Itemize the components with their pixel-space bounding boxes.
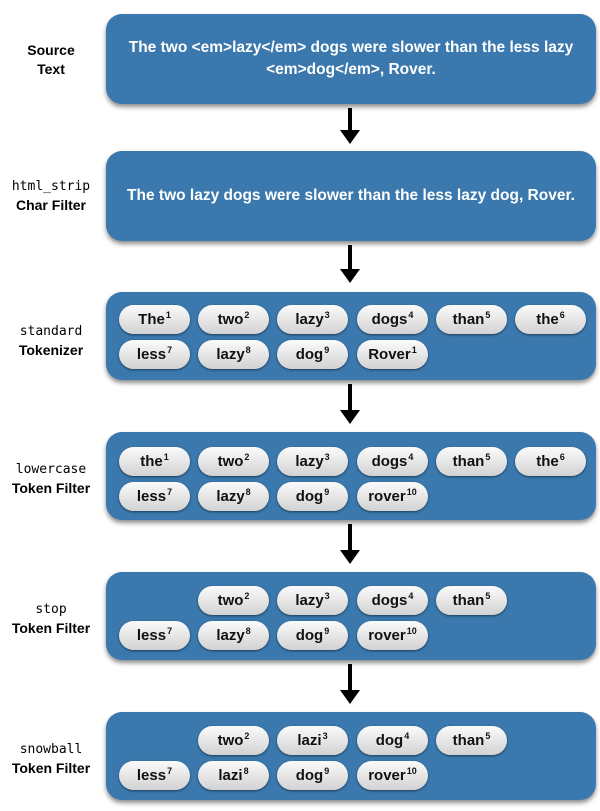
token: Rover1: [357, 340, 428, 369]
stage-label-plain: Token Filter: [11, 620, 91, 636]
token: dog4: [357, 726, 428, 755]
stage-label-mono: lowercase: [15, 462, 87, 477]
token: rover10: [357, 482, 428, 511]
token: than5: [436, 447, 507, 476]
stage-label: stop Token Filter: [0, 600, 102, 638]
token: two2: [198, 447, 269, 476]
token: dog9: [277, 621, 348, 650]
token: dogs4: [357, 305, 428, 334]
stripped-text: The two lazy dogs were slower than the l…: [127, 187, 575, 204]
token: lazy3: [277, 447, 348, 476]
token: than5: [436, 726, 507, 755]
token: lazi3: [277, 726, 348, 755]
token: dog9: [277, 340, 348, 369]
stage-label: html_strip Char Filter: [0, 177, 102, 215]
token: rover10: [357, 761, 428, 790]
stage-label-mono: html_strip: [11, 179, 91, 194]
token: the1: [119, 447, 190, 476]
stage-label-plain: Tokenizer: [18, 342, 84, 358]
stage-label: snowball Token Filter: [0, 740, 102, 778]
source-text: The two <em>lazy</em> dogs were slower t…: [128, 39, 574, 78]
stage-label-mono: standard: [19, 324, 83, 339]
token: the6: [515, 447, 586, 476]
stage-label: Source Text: [0, 41, 102, 79]
arrow-down-icon: [340, 524, 360, 564]
stage-label-mono: stop: [35, 602, 67, 617]
stage-label-plain: Token Filter: [11, 760, 91, 776]
token: two2: [198, 726, 269, 755]
token: two2: [198, 586, 269, 615]
token: less7: [119, 482, 190, 511]
stage-box: The two <em>lazy</em> dogs were slower t…: [106, 14, 596, 104]
token: The1: [119, 305, 190, 334]
token: than5: [436, 305, 507, 334]
token: the6: [515, 305, 586, 334]
stage-box: two2 lazy3 dogs4 than5 less7 lazy8 dog9 …: [106, 572, 596, 660]
stage-label-mono: snowball: [19, 742, 83, 757]
stage-box: the1 two2 lazy3 dogs4 than5 the6 less7 l…: [106, 432, 596, 520]
stage-box: two2 lazi3 dog4 than5 less7 lazi8 dog9 r…: [106, 712, 596, 800]
stage-label: lowercase Token Filter: [0, 460, 102, 498]
stage-box: The1 two2 lazy3 dogs4 than5 the6 less7 l…: [106, 292, 596, 380]
stage-label-line1: Source: [27, 42, 75, 58]
token: lazy8: [198, 340, 269, 369]
token: lazy3: [277, 305, 348, 334]
arrow-down-icon: [340, 108, 360, 144]
token: lazi8: [198, 761, 269, 790]
stage-box: The two lazy dogs were slower than the l…: [106, 151, 596, 241]
token: lazy8: [198, 621, 269, 650]
token: lazy8: [198, 482, 269, 511]
token: dog9: [277, 482, 348, 511]
arrow-down-icon: [340, 384, 360, 424]
stage-label-line2: Text: [37, 61, 65, 77]
token: dog9: [277, 761, 348, 790]
token: dogs4: [357, 447, 428, 476]
token: rover10: [357, 621, 428, 650]
token: less7: [119, 621, 190, 650]
token: than5: [436, 586, 507, 615]
token: dogs4: [357, 586, 428, 615]
token: two2: [198, 305, 269, 334]
arrow-down-icon: [340, 245, 360, 283]
stage-label-plain: Char Filter: [15, 197, 86, 213]
token: lazy3: [277, 586, 348, 615]
stage-label: standard Tokenizer: [0, 322, 102, 360]
arrow-down-icon: [340, 664, 360, 704]
token: less7: [119, 761, 190, 790]
token: less7: [119, 340, 190, 369]
stage-label-plain: Token Filter: [11, 480, 91, 496]
